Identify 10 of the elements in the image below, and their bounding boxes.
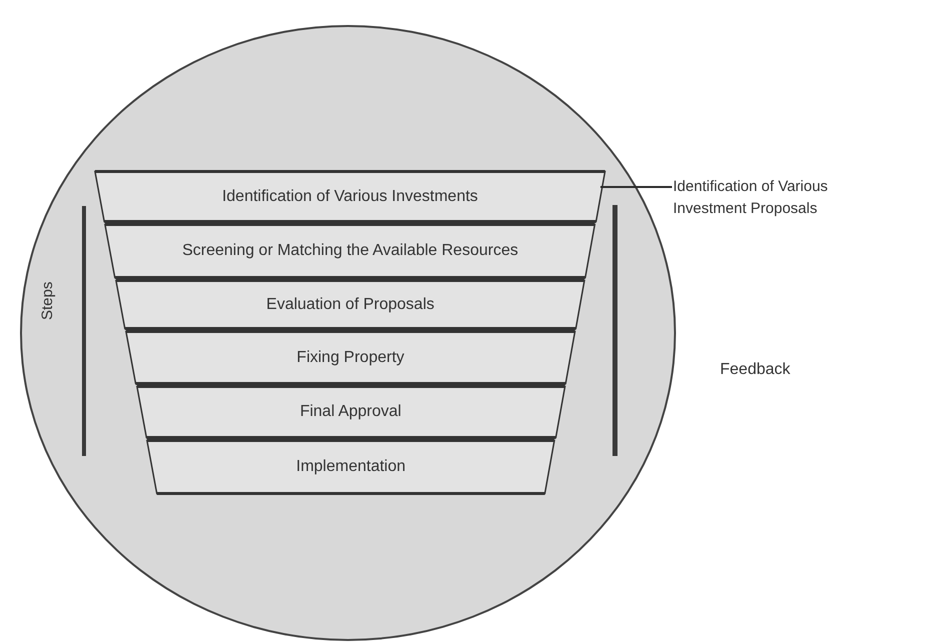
step-text: Implementation	[296, 459, 406, 475]
step-text: Final Approval	[300, 404, 402, 420]
step-text: Evaluation of Proposals	[266, 296, 434, 312]
step-text: Screening or Matching the Available Resources	[182, 243, 518, 259]
step-text: Identification of Various Investments	[222, 188, 478, 204]
callout-text: Identification of Various Investment Proposals	[673, 177, 829, 219]
side-label: Feedback	[720, 360, 790, 380]
axis-label: Steps	[40, 282, 55, 320]
step-text: Fixing Property	[296, 350, 404, 366]
leader-line	[600, 186, 672, 188]
